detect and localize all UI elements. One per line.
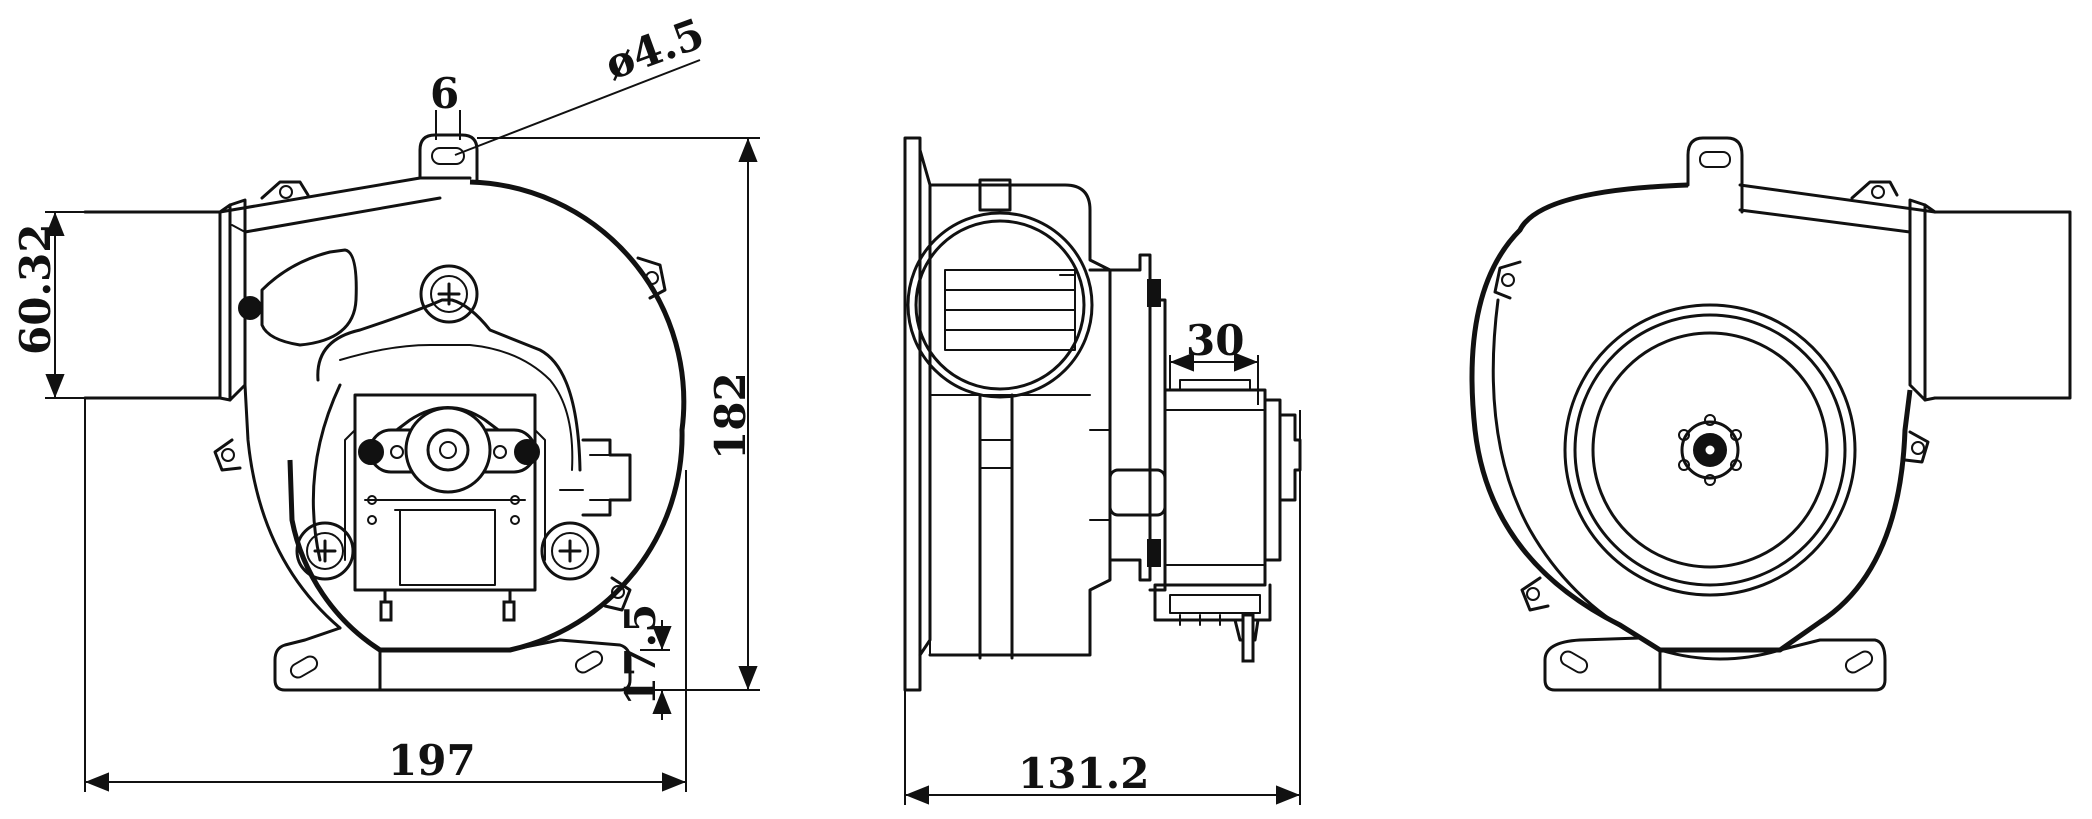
rear-ear-lower-left	[1520, 576, 1550, 612]
rear-view	[1469, 136, 2072, 692]
side-view	[903, 136, 1302, 692]
front-ear-right	[636, 256, 667, 300]
front-motor-body	[353, 393, 537, 592]
front-screw-top	[419, 264, 479, 324]
side-top-flange	[978, 178, 1012, 212]
front-outlet-duct	[83, 198, 247, 402]
rear-foot-left	[1543, 636, 1662, 692]
front-scroll-housing	[287, 179, 687, 653]
front-ear-left	[213, 438, 242, 472]
rear-mounting-tab	[1686, 136, 1744, 214]
dim-front-foot: 17.5	[616, 604, 665, 706]
front-terminal-box	[559, 438, 632, 517]
side-bracket	[1088, 253, 1152, 582]
side-back-plate	[903, 136, 922, 692]
front-foot-left	[273, 626, 382, 692]
side-capacitor	[1108, 468, 1167, 517]
dim-front-width: 197	[388, 736, 476, 785]
rear-foot-right	[1778, 638, 1887, 692]
rear-ear-top	[1850, 180, 1899, 200]
front-dimensions: 6 ø4.5 60.32 182 17.5 197	[11, 9, 760, 792]
rear-outlet-duct	[1908, 198, 2072, 402]
front-shaft-hub	[358, 406, 540, 494]
front-screw-left	[295, 521, 355, 581]
side-outlet-ring	[906, 211, 1094, 399]
rear-ear-left	[1493, 260, 1522, 300]
dim-front-height: 182	[706, 372, 755, 460]
side-motor	[1153, 379, 1302, 663]
rear-ear-right	[1903, 430, 1930, 464]
dim-front-outlet: 60.32	[11, 223, 60, 355]
front-window	[260, 248, 358, 347]
front-mounting-tab	[418, 133, 479, 184]
front-rivet	[238, 296, 262, 320]
front-screw-right	[540, 521, 600, 581]
side-dimensions: 30 131.2	[904, 316, 1301, 805]
front-ear-lower-right	[603, 576, 632, 612]
side-center-flange	[978, 393, 1014, 660]
side-housing	[928, 183, 1112, 657]
rear-inlet	[1563, 303, 1857, 597]
front-top-housing	[218, 176, 472, 214]
rear-scroll-housing	[1469, 182, 1913, 653]
front-foot-right	[498, 638, 632, 692]
front-ear-top	[260, 180, 310, 200]
rear-hub	[1678, 414, 1742, 486]
dim-front-slot: 6	[430, 69, 459, 118]
dim-side-motor: 30	[1186, 316, 1244, 365]
dim-side-depth: 131.2	[1018, 749, 1150, 798]
front-motor-bracket	[316, 298, 582, 472]
front-view	[83, 133, 687, 692]
